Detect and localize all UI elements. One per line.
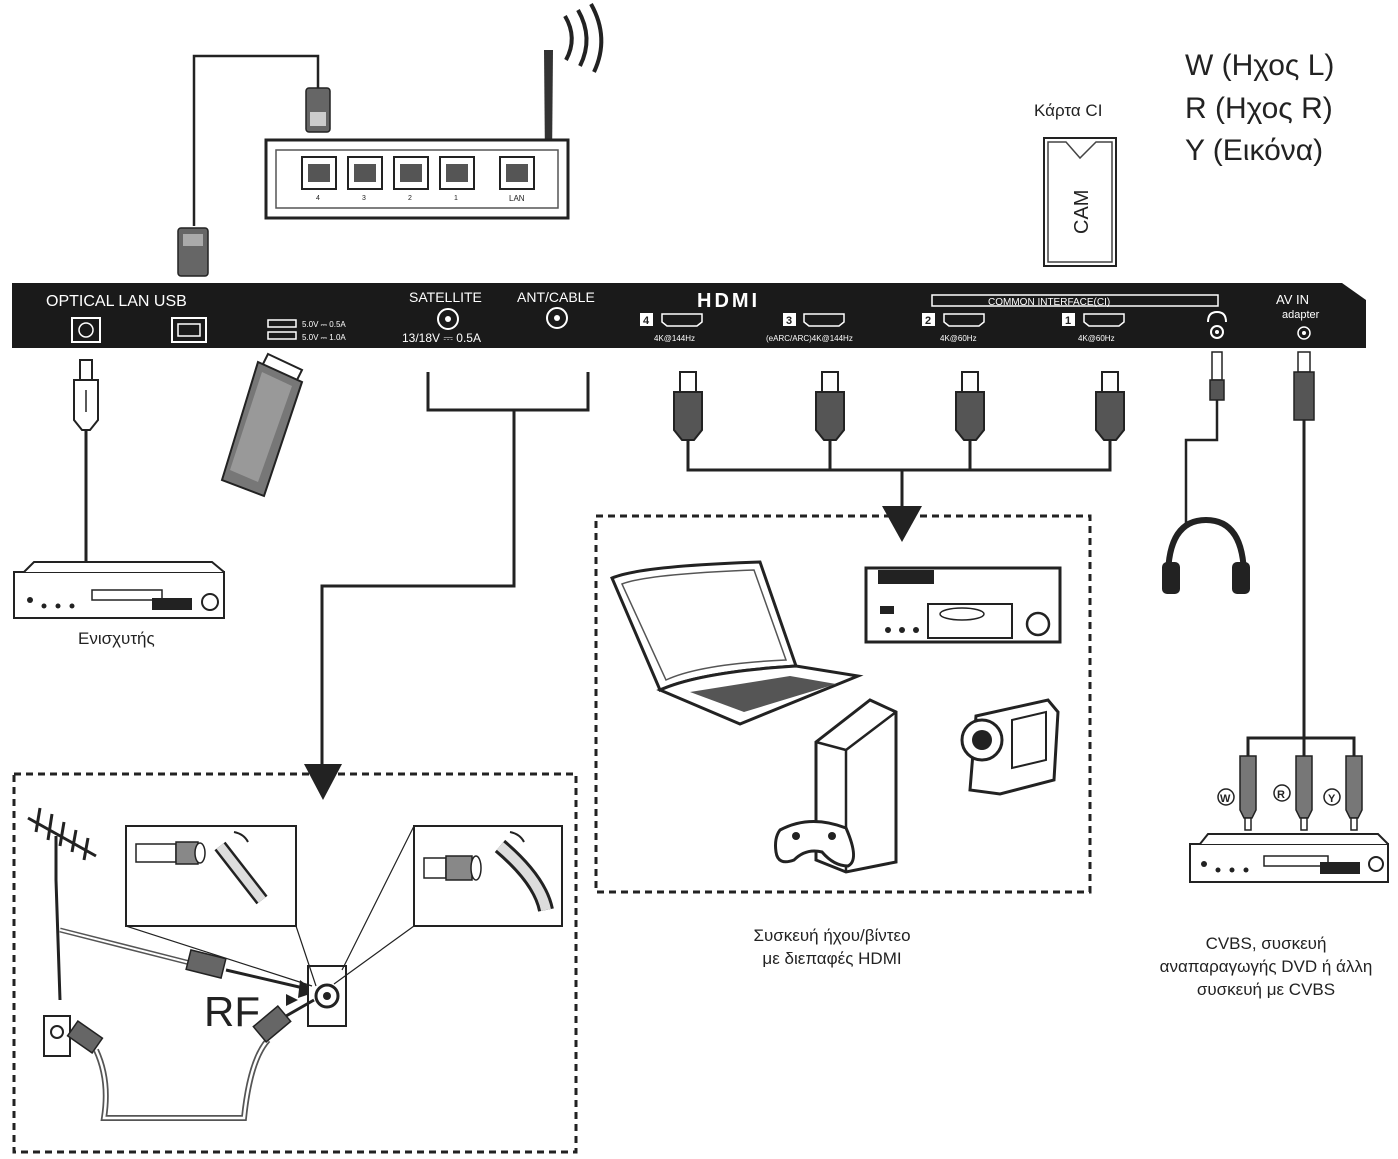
legend-w: W (Ηχος L) bbox=[1185, 49, 1334, 82]
dvd-player-icon bbox=[864, 566, 1062, 644]
hdmi-plug-2 bbox=[955, 371, 985, 441]
usb-rating-2: 5.0V ⎓ 1.0A bbox=[302, 333, 346, 342]
ci-card-cam: CAM bbox=[1071, 190, 1093, 234]
hdmi2-spec: 4K@60Hz bbox=[940, 334, 977, 343]
svg-text:4: 4 bbox=[643, 315, 650, 327]
common-interface-slot bbox=[931, 294, 1219, 307]
hdmi-logo: HDMI bbox=[697, 290, 760, 312]
hdmi-devices-caption-1: Συσκευή ήχου/βίντεο bbox=[753, 926, 910, 945]
router-port-3: 3 bbox=[362, 195, 366, 202]
hdmi-devices-box: Συσκευή ήχου/βίντεο με διεπαφές HDMI bbox=[594, 514, 1092, 968]
usb-stick bbox=[220, 352, 304, 498]
router-port-2: 2 bbox=[408, 195, 412, 202]
callout-1-connectors bbox=[135, 831, 268, 905]
hdmi-port-1: 1 4K@60Hz bbox=[1062, 313, 1125, 343]
satellite-rating: 13/18V ⎓ 0.5A bbox=[402, 331, 481, 345]
svg-text:2: 2 bbox=[925, 315, 931, 327]
hdmi-plug-3 bbox=[815, 371, 845, 441]
router-port-lan: LAN bbox=[509, 194, 525, 203]
panel-av-in: AV IN bbox=[1276, 292, 1309, 307]
optical-port bbox=[71, 317, 101, 343]
ci-card-label: Κάρτα CI bbox=[1034, 101, 1102, 120]
svg-text:3: 3 bbox=[786, 315, 792, 327]
gamepad-icon bbox=[774, 819, 855, 868]
legend-r: R (Ηχος R) bbox=[1185, 92, 1333, 125]
satellite-port bbox=[437, 308, 459, 330]
rca-label-w: W bbox=[1220, 793, 1231, 805]
usb-port-1 bbox=[267, 319, 297, 328]
hdmi-port-3: 3 (eARC/ARC)4K@144Hz bbox=[766, 313, 853, 343]
amplifier: Ενισχυτής bbox=[13, 561, 225, 648]
hdmi-plug-1 bbox=[1095, 371, 1125, 441]
hdmi3-spec: (eARC/ARC)4K@144Hz bbox=[766, 334, 853, 343]
av-cable: W R Y bbox=[1217, 351, 1363, 831]
optical-cable bbox=[73, 359, 99, 562]
dvd-player-cvbs bbox=[1189, 833, 1389, 883]
callout-2-connectors bbox=[423, 831, 554, 912]
panel-optical-lan-usb: OPTICAL LAN USB bbox=[46, 293, 187, 310]
panel-adapter: adapter bbox=[1282, 309, 1320, 321]
rf-label: RF bbox=[204, 988, 260, 1035]
laptop-icon bbox=[610, 560, 864, 726]
panel-satellite: SATELLITE bbox=[409, 289, 482, 305]
rca-plug-y: Y bbox=[1323, 755, 1363, 831]
camcorder-icon bbox=[960, 698, 1060, 796]
cvbs-caption-3: συσκευή με CVBS bbox=[1197, 980, 1335, 999]
panel-ant-cable: ANT/CABLE bbox=[517, 289, 595, 305]
router-port-1: 1 bbox=[454, 195, 458, 202]
av-in-port bbox=[1297, 326, 1311, 340]
common-interface-label: COMMON INTERFACE(CI) bbox=[988, 297, 1110, 308]
lan-port bbox=[171, 317, 207, 343]
hdmi4-spec: 4K@144Hz bbox=[654, 334, 695, 343]
hdmi-plug-4 bbox=[673, 371, 703, 441]
hdmi-port-2: 2 4K@60Hz bbox=[922, 313, 985, 343]
antenna-connection-box: RF bbox=[12, 772, 578, 1154]
router-lan-ports bbox=[301, 156, 535, 190]
amplifier-label: Ενισχυτής bbox=[78, 629, 155, 648]
tv-back-panel: OPTICAL LAN USB 5.0V ⎓ 0.5A 5.0V ⎓ 1.0A … bbox=[12, 283, 1366, 348]
hdmi1-spec: 4K@60Hz bbox=[1078, 334, 1115, 343]
rca-label-y: Y bbox=[1328, 793, 1336, 805]
usb-port-2 bbox=[267, 331, 297, 340]
svg-text:1: 1 bbox=[1065, 315, 1071, 327]
usb-rating-1: 5.0V ⎓ 0.5A bbox=[302, 320, 346, 329]
rca-plug-r: R bbox=[1273, 755, 1313, 831]
antenna-icon bbox=[27, 807, 97, 1001]
rca-plug-w: W bbox=[1217, 755, 1257, 831]
legend-y: Y (Εικόνα) bbox=[1185, 134, 1323, 167]
ant-cable-port bbox=[546, 307, 568, 329]
ci-card: Κάρτα CI CAM bbox=[1034, 101, 1117, 267]
headphone-jack bbox=[1207, 310, 1227, 339]
rca-label-r: R bbox=[1277, 789, 1285, 801]
hdmi-port-4: 4 4K@144Hz bbox=[640, 313, 703, 343]
rf-connection-line bbox=[304, 372, 590, 800]
cvbs-caption-1: CVBS, συσκευή bbox=[1206, 934, 1327, 953]
lan-cable bbox=[177, 54, 331, 277]
headphone-cable bbox=[1184, 351, 1225, 528]
router-port-4: 4 bbox=[316, 195, 320, 202]
wifi-router: 4 3 2 1 LAN bbox=[264, 3, 604, 220]
cvbs-caption-2: αναπαραγωγής DVD ή άλλη bbox=[1160, 957, 1373, 976]
hdmi-devices-caption-2: με διεπαφές HDMI bbox=[762, 949, 901, 968]
legend: W (Ηχος L) R (Ηχος R) Y (Εικόνα) bbox=[1185, 49, 1334, 167]
headphones-icon bbox=[1162, 516, 1250, 594]
